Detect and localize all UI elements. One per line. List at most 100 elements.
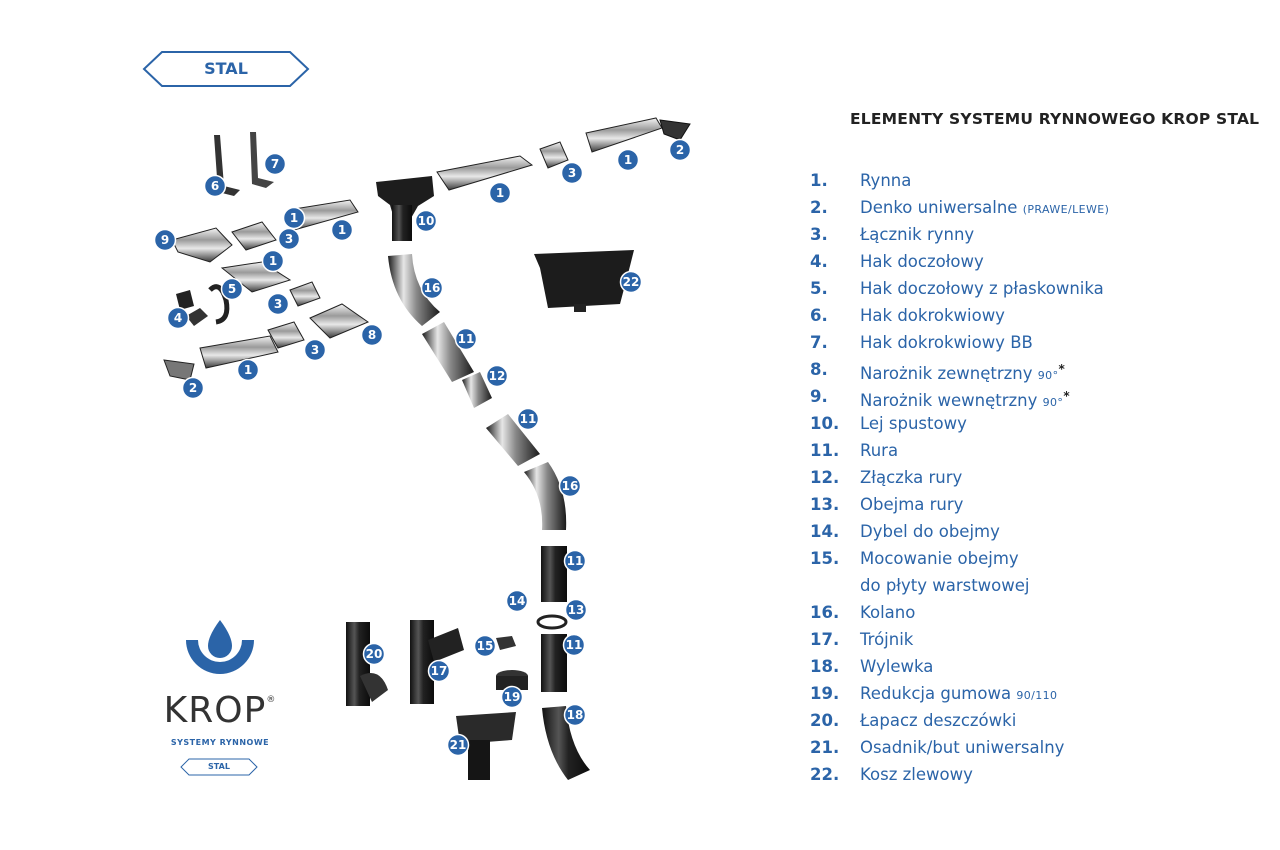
- callout-number: 1: [496, 186, 504, 200]
- callout-number: 11: [458, 332, 475, 346]
- hook-4: [176, 290, 208, 326]
- callout-number: 5: [228, 282, 236, 296]
- legend-number: 12.: [810, 468, 840, 487]
- logo-wordmark: KROP®: [163, 690, 277, 731]
- legend-note: (PRAWE/LEWE): [1022, 203, 1110, 216]
- callout-number: 3: [285, 232, 293, 246]
- part-callout: 18: [563, 703, 587, 727]
- part-callout: 20: [362, 642, 386, 666]
- callout-circle: [560, 161, 584, 185]
- callout-layer: 1231136793110145383121622111211161114131…: [153, 138, 692, 757]
- connector-left-2: [289, 281, 321, 307]
- legend-note: 90°: [1037, 369, 1059, 382]
- legend-text-continued: do płyty warstwowej: [860, 576, 1030, 595]
- legend-text: Narożnik wewnętrzny 90°*: [860, 389, 1070, 410]
- part-callout: 22: [619, 270, 643, 294]
- callout-number: 18: [567, 708, 584, 722]
- legend-number: 4.: [810, 252, 828, 271]
- part-callout: 4: [166, 306, 190, 330]
- legend-number: 15.: [810, 549, 840, 568]
- legend-text: Lej spustowy: [860, 414, 967, 433]
- legend-text: Rura: [860, 441, 899, 460]
- part-callout: 16: [558, 474, 582, 498]
- badge-label: STAL: [204, 59, 248, 78]
- legend-number: 10.: [810, 414, 840, 433]
- callout-circle: [668, 138, 692, 162]
- clamp-mount: [496, 636, 516, 650]
- connector-left-3: [267, 321, 305, 349]
- part-callout: 1: [330, 218, 354, 242]
- callout-circle: [563, 549, 587, 573]
- part-callout: 9: [153, 228, 177, 252]
- legend-number: 16.: [810, 603, 840, 622]
- callout-circle: [485, 364, 509, 388]
- part-callout: 5: [220, 277, 244, 301]
- callout-number: 1: [624, 153, 632, 167]
- legend-number: 20.: [810, 711, 840, 730]
- part-callout: 19: [500, 685, 524, 709]
- universal-boot: [456, 712, 516, 780]
- callout-number: 12: [489, 369, 506, 383]
- rain-catcher: [346, 622, 388, 706]
- logo-badge-label: STAL: [208, 762, 230, 771]
- gutter-system-diagram: 1231136793110145383121622111211161114131…: [153, 117, 692, 780]
- krop-logo: KROP® SYSTEMY RYNNOWE STAL: [160, 620, 280, 780]
- callout-number: 17: [431, 664, 448, 678]
- callout-number: 1: [244, 363, 252, 377]
- callout-circle: [505, 589, 529, 613]
- callout-number: 3: [311, 343, 319, 357]
- callout-circle: [420, 276, 444, 300]
- logo-badge-outline: [180, 758, 258, 776]
- logo-stal-badge: STAL: [180, 758, 258, 776]
- pipe-middle: [486, 414, 540, 466]
- part-callout: 12: [485, 364, 509, 388]
- part-callout: 11: [454, 327, 478, 351]
- badge-outline: [142, 51, 310, 87]
- part-callout: 1: [488, 181, 512, 205]
- pipe-lower-1: [541, 546, 567, 602]
- part-callout: 1: [261, 249, 285, 273]
- part-callout: 1: [282, 206, 306, 230]
- callout-number: 2: [189, 381, 197, 395]
- callout-circle: [220, 277, 244, 301]
- part-callout: 3: [560, 161, 584, 185]
- legend-note: 90°: [1042, 396, 1064, 409]
- spout: [542, 706, 590, 780]
- part-callout: 11: [516, 407, 540, 431]
- legend-number: 2.: [810, 198, 828, 217]
- callout-circle: [360, 323, 384, 347]
- callout-number: 22: [623, 275, 640, 289]
- legend-number: 21.: [810, 738, 840, 757]
- callout-number: 1: [269, 254, 277, 268]
- callout-number: 8: [368, 328, 376, 342]
- legend-text: Redukcja gumowa 90/110: [860, 684, 1058, 703]
- legend-text: Narożnik zewnętrzny 90°*: [860, 362, 1065, 383]
- callout-circle: [500, 685, 524, 709]
- callout-number: 15: [477, 639, 494, 653]
- callout-number: 16: [562, 479, 579, 493]
- legend-number: 1.: [810, 171, 828, 190]
- legend-number: 9.: [810, 387, 828, 406]
- end-cap-left: [163, 359, 195, 381]
- corner-9: [171, 227, 233, 263]
- legend-text: Trójnik: [860, 630, 914, 649]
- callout-number: 11: [567, 554, 584, 568]
- callout-number: 10: [418, 214, 435, 228]
- drain-basket: [534, 250, 634, 312]
- callout-circle: [454, 327, 478, 351]
- legend-text: Denko uniwersalne (PRAWE/LEWE): [860, 198, 1110, 217]
- callout-circle: [282, 206, 306, 230]
- pipe-joint: [462, 372, 492, 408]
- legend-number: 7.: [810, 333, 828, 352]
- callout-circle: [277, 227, 301, 251]
- hanger-7: [250, 132, 274, 188]
- gutter-left-3: [199, 335, 279, 369]
- callout-number: 16: [424, 281, 441, 295]
- part-callout: 17: [427, 659, 451, 683]
- part-callout: 3: [277, 227, 301, 251]
- callout-circle: [473, 634, 497, 658]
- part-callout: 21: [446, 733, 470, 757]
- legend-note: 90/110: [1016, 689, 1058, 702]
- logo-subtitle: SYSTEMY RYNNOWE: [170, 738, 270, 747]
- callout-circle: [166, 306, 190, 330]
